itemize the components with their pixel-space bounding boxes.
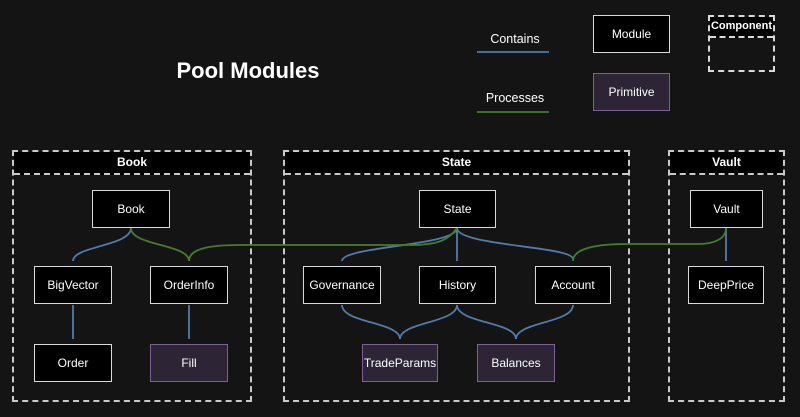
container-vault-title: Vault: [670, 152, 783, 175]
container-state: State: [283, 150, 630, 402]
node-deepprice: DeepPrice: [688, 266, 764, 304]
node-order-label: Order: [57, 356, 89, 370]
node-fill: Fill: [150, 344, 228, 382]
node-state: State: [419, 190, 496, 228]
node-vault: Vault: [690, 190, 763, 228]
legend-component-box: Component: [708, 15, 775, 72]
node-vault-label: Vault: [713, 202, 740, 216]
node-account: Account: [535, 266, 611, 304]
node-bigvector: BigVector: [34, 266, 112, 304]
node-balances: Balances: [477, 344, 555, 382]
node-orderinfo: OrderInfo: [150, 266, 228, 304]
legend-module-label: Module: [611, 27, 652, 41]
node-history: History: [419, 266, 496, 304]
node-deepprice-label: DeepPrice: [697, 278, 755, 292]
container-state-title: State: [285, 152, 628, 175]
node-governance: Governance: [303, 266, 381, 304]
node-tradeparams: TradeParams: [362, 344, 438, 382]
legend-module-box: Module: [593, 15, 670, 53]
node-tradeparams-label: TradeParams: [363, 356, 437, 370]
node-book: Book: [92, 190, 170, 228]
node-account-label: Account: [551, 278, 595, 292]
node-order: Order: [34, 344, 112, 382]
node-orderinfo-label: OrderInfo: [163, 278, 215, 292]
container-book-title: Book: [14, 152, 250, 175]
legend-component-label: Component: [710, 17, 773, 38]
node-fill-label: Fill: [181, 356, 197, 370]
container-vault: Vault: [668, 150, 785, 402]
container-book: Book: [12, 150, 252, 402]
node-book-label: Book: [117, 202, 145, 216]
legend-primitive-label: Primitive: [608, 85, 655, 99]
legend-processes-label: Processes: [485, 91, 545, 105]
node-history-label: History: [438, 278, 477, 292]
legend-primitive-box: Primitive: [593, 73, 670, 111]
node-bigvector-label: BigVector: [47, 278, 99, 292]
node-governance-label: Governance: [309, 278, 375, 292]
page-title: Pool Modules: [176, 58, 320, 83]
node-balances-label: Balances: [491, 356, 541, 370]
legend-contains-label: Contains: [490, 32, 540, 46]
node-state-label: State: [443, 202, 472, 216]
